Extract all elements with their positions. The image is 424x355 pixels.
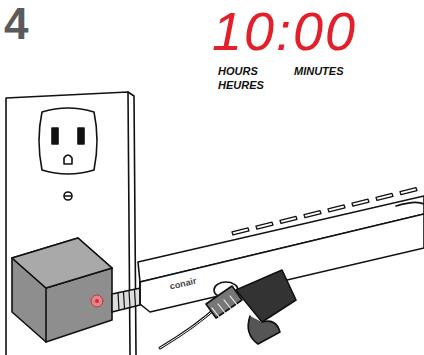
outlet-receptacle [39,108,97,174]
vent-slot [256,222,273,229]
display-label: HEURES [218,80,264,91]
outlet-slot [78,128,84,144]
brand-name: conair [168,276,198,291]
rib [218,304,226,314]
rib [124,292,125,309]
clock-display: 10:00 [212,4,357,58]
vent-slot [352,199,369,206]
outlet-slot [52,128,58,144]
step-number: 4 [4,2,28,46]
vent-slot [376,193,393,200]
device-bar-edge [139,282,141,304]
power-adapter [12,238,112,342]
vent-slot [280,216,297,223]
wall-plate [6,92,130,355]
rib [230,296,238,306]
screw [64,192,72,200]
rib [135,290,136,306]
rib [118,293,119,310]
screw-slot [65,195,71,197]
adapter-top [12,238,112,288]
dc-cable [160,306,218,348]
display-label: HOURS [218,66,258,77]
cord-tag [236,270,296,322]
display-label: MINUTES [294,66,344,77]
vent-slot [232,228,249,235]
cord-tag-tail [248,316,280,344]
vent-slot [328,205,345,212]
vent-slot [400,188,417,195]
ground-hole [64,155,72,164]
dc-cable-core [160,306,218,348]
vent-slot [304,211,321,218]
power-light [91,295,103,307]
rib [129,291,130,308]
knob-edge [396,202,424,206]
rib [212,308,220,318]
rib [224,300,232,310]
wall-plate-edge [128,92,136,355]
power-light-dot [95,299,99,303]
